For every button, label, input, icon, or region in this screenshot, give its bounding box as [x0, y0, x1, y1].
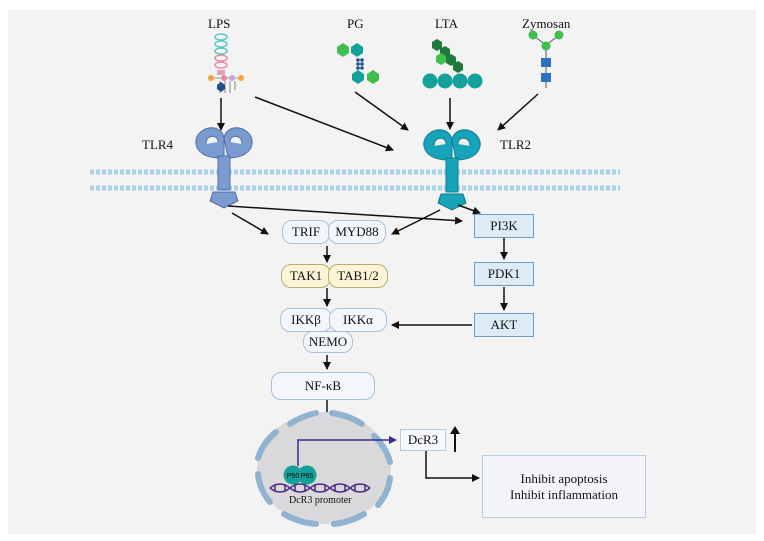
dcr3-box: DcR3	[400, 429, 446, 451]
dna-helix-icon	[269, 483, 371, 493]
effects-box: Inhibit apoptosis Inhibit inflammation	[482, 455, 646, 518]
effect-inflammation-text: Inhibit inflammation	[510, 486, 618, 502]
tak1-box: TAK1	[281, 264, 331, 288]
p50-label: P50	[287, 473, 300, 480]
zymosan-label: Zymosan	[522, 16, 571, 31]
pathway-arrows	[217, 91, 539, 482]
nfkb-box: NF-κB	[271, 372, 375, 400]
nemo-box: NEMO	[303, 331, 353, 353]
tlr2-receptor-icon	[423, 129, 481, 211]
lta-molecule-icon	[422, 39, 483, 89]
zymosan-molecule-icon	[528, 30, 564, 88]
dcr3-promoter-label: DcR3 promoter	[289, 495, 352, 506]
tab12-box: TAB1/2	[328, 264, 388, 288]
myd88-box: MYD88	[328, 220, 386, 244]
upregulation-arrow-icon	[450, 426, 460, 452]
pg-label: PG	[347, 16, 364, 31]
p65-label: P65	[301, 473, 314, 480]
lps-label: LPS	[208, 16, 231, 31]
tlr4-label: TLR4	[142, 137, 174, 152]
lta-label: LTA	[435, 16, 459, 31]
trif-box: TRIF	[282, 220, 330, 244]
tlr2-label: TLR2	[500, 137, 532, 152]
tlr4-receptor-icon	[195, 127, 253, 209]
pdk1-box: PDK1	[474, 262, 534, 286]
effect-apoptosis-text: Inhibit apoptosis	[520, 470, 608, 486]
cell-membrane	[90, 169, 620, 191]
akt-box: AKT	[474, 313, 534, 337]
lps-molecule-icon	[208, 33, 244, 93]
ikka-box: IKKα	[329, 308, 387, 332]
transcription-arrow	[297, 436, 397, 466]
ikkb-box: IKKβ	[280, 308, 332, 332]
pi3k-box: PI3K	[474, 214, 534, 238]
p50-p65-dimer-icon: P50 P65	[283, 465, 317, 485]
nucleus	[255, 410, 393, 527]
pg-molecule-icon	[337, 43, 379, 84]
